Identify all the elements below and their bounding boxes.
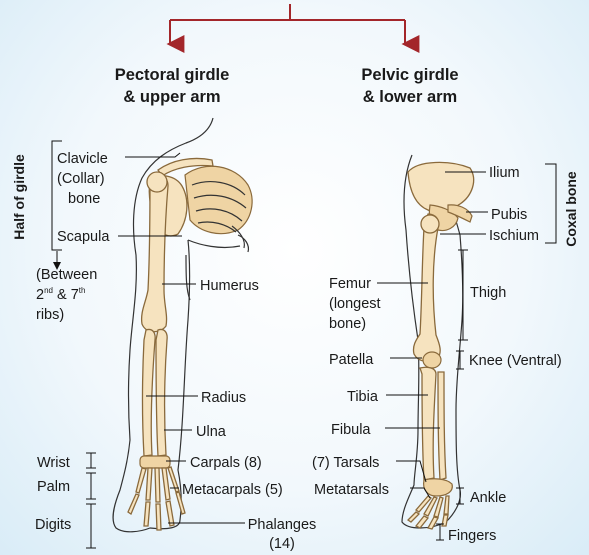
between-label-line2: 2nd & 7th (36, 286, 85, 303)
carpals-label: Carpals (8) (190, 455, 262, 471)
scapula-label: Scapula (57, 229, 110, 245)
knee-label: Knee (Ventral) (469, 353, 562, 369)
ischium-label: Ischium (489, 228, 539, 244)
between-label-line1: (Between (36, 267, 97, 283)
humerus-label: Humerus (200, 278, 259, 294)
pubis-label: Pubis (491, 207, 527, 223)
heading-pectoral-line2: & upper arm (123, 88, 220, 106)
digits-bracket (86, 504, 96, 548)
radius-label: Radius (201, 390, 246, 406)
coxal-bone-label: Coxal bone (563, 171, 579, 247)
clavicle-label-line2: (Collar) (57, 171, 105, 187)
femur-label-line1: Femur (329, 276, 371, 292)
metacarpals-label: Metacarpals (5) (182, 482, 283, 498)
wrist-label: Wrist (37, 455, 70, 471)
fingers-label: Fingers (448, 528, 496, 544)
clavicle-leader (125, 153, 180, 157)
femur-label-line3: bone) (329, 316, 366, 332)
between-label-line3: ribs) (36, 307, 64, 323)
coxal-bone-bracket (545, 164, 556, 243)
ulna-label: Ulna (196, 424, 227, 440)
metatarsals-label: Metatarsals (314, 482, 389, 498)
femur-label-line2: (longest (329, 296, 381, 312)
thigh-label: Thigh (470, 285, 506, 301)
clavicle-label-line3: bone (68, 191, 100, 207)
heading-pectoral-line1: Pectoral girdle (115, 66, 230, 84)
phalanges-label: Phalanges (248, 517, 317, 533)
knee-bracket (456, 351, 464, 369)
heading-pelvic-line2: & lower arm (363, 88, 457, 106)
ilium-label: Ilium (489, 165, 520, 181)
lower-limb-illustration (402, 155, 474, 529)
half-of-girdle-label: Half of girdle (11, 154, 27, 240)
tarsals-leader (396, 461, 426, 482)
heading-pelvic-line1: Pelvic girdle (361, 66, 458, 84)
ankle-label: Ankle (470, 490, 506, 506)
thigh-bracket (458, 250, 468, 340)
clavicle-label-line1: Clavicle (57, 151, 108, 167)
fibula-label: Fibula (331, 422, 371, 438)
wrist-bracket (86, 453, 96, 468)
tarsals-label: (7) Tarsals (312, 455, 379, 471)
palm-label: Palm (37, 479, 70, 495)
branch-arrows (170, 4, 405, 44)
ankle-bracket (456, 488, 464, 504)
phalanges-count-label: (14) (269, 536, 295, 552)
digits-label: Digits (35, 517, 71, 533)
patella-label: Patella (329, 352, 374, 368)
tibia-label: Tibia (347, 389, 379, 405)
palm-bracket (86, 473, 96, 499)
